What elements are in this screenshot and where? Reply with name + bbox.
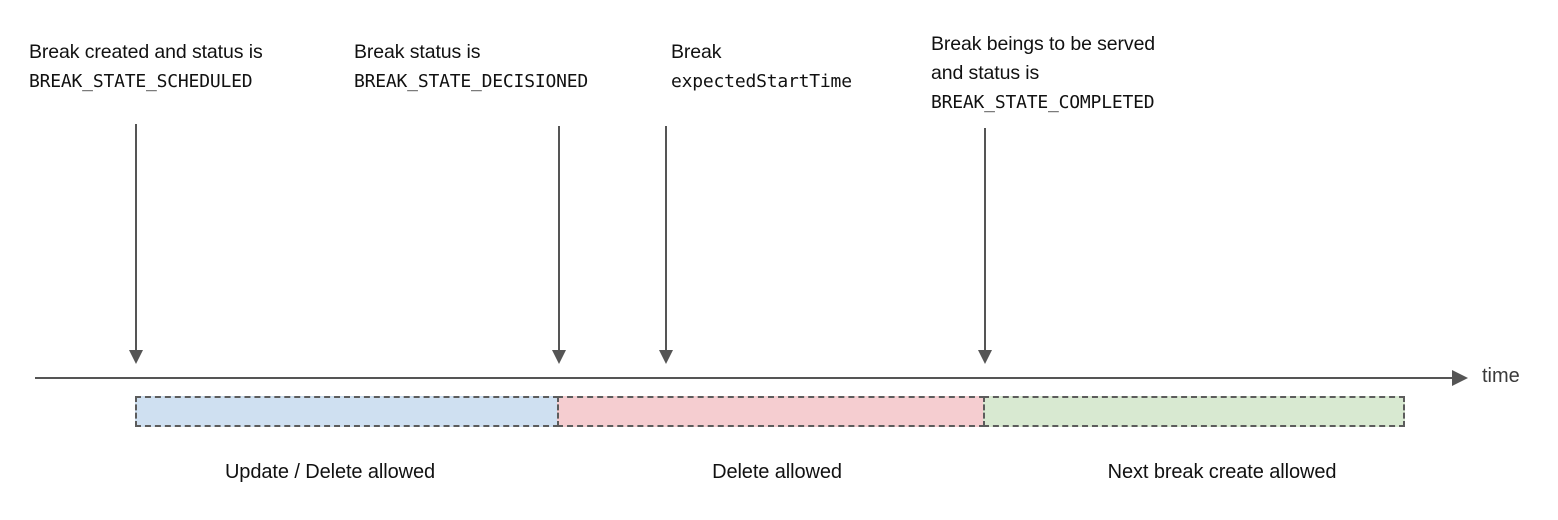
arrow-head: [659, 350, 673, 364]
event-label-scheduled: Break created and status is BREAK_STATE_…: [29, 38, 263, 96]
time-axis-arrow-icon: [1452, 370, 1468, 386]
phase-bar-decisioned: [557, 396, 985, 427]
event-label-line: Break created and status is: [29, 41, 263, 63]
arrow-shaft: [984, 128, 986, 351]
phase-bar-completed: [983, 396, 1405, 427]
event-label-decisioned: Break status is BREAK_STATE_DECISIONED: [354, 38, 588, 96]
arrow-head: [552, 350, 566, 364]
arrow-head: [978, 350, 992, 364]
phase-caption-scheduled: Update / Delete allowed: [224, 461, 436, 483]
arrow-shaft: [135, 124, 137, 351]
arrow-shaft: [665, 126, 667, 351]
phase-caption-decisioned: Delete allowed: [712, 461, 842, 483]
event-label-state-code: BREAK_STATE_COMPLETED: [931, 92, 1155, 113]
pointer-arrow-expected-start-icon: [658, 126, 674, 364]
pointer-arrow-scheduled-icon: [128, 124, 144, 364]
event-label-state-code: BREAK_STATE_SCHEDULED: [29, 71, 253, 92]
pointer-arrow-decisioned-icon: [551, 126, 567, 364]
event-label-state-code: BREAK_STATE_DECISIONED: [354, 71, 589, 92]
event-label-line: Break: [671, 41, 722, 63]
arrow-shaft: [558, 126, 560, 351]
arrow-head: [129, 350, 143, 364]
event-label-expected-start: Break expectedStartTime: [671, 38, 852, 96]
phase-bar-scheduled: [135, 396, 559, 427]
phase-caption-completed: Next break create allowed: [1107, 461, 1337, 483]
time-axis-label: time: [1482, 365, 1520, 387]
event-label-line: Break beings to be served: [931, 33, 1156, 55]
pointer-arrow-completed-icon: [977, 128, 993, 364]
event-label-line: and status is: [931, 62, 1040, 84]
event-label-completed: Break beings to be served and status is …: [931, 30, 1155, 117]
event-label-field-name: expectedStartTime: [671, 71, 852, 92]
time-axis-line: [35, 377, 1460, 379]
event-label-line: Break status is: [354, 41, 481, 63]
